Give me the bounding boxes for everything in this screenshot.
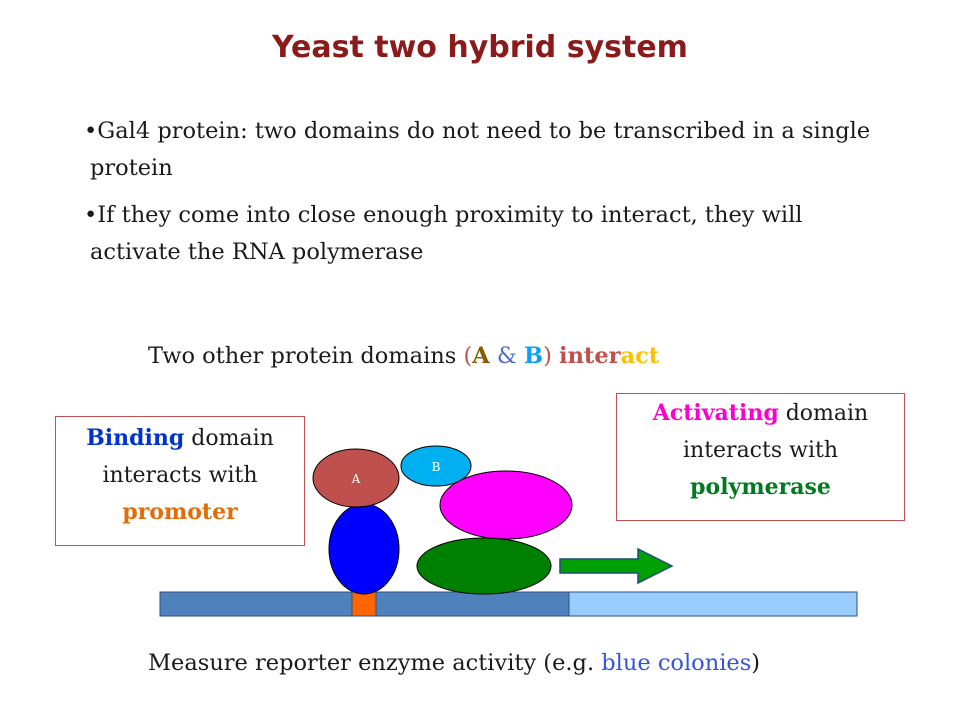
subtitle-b: B xyxy=(524,343,544,369)
rna-polymerase xyxy=(416,537,552,595)
reporter-gene xyxy=(568,591,858,617)
callout-line: Activating domain xyxy=(617,395,904,432)
domain-a xyxy=(312,448,400,508)
slide-title: Yeast two hybrid system xyxy=(272,30,688,65)
binding-line1-rest: domain xyxy=(184,426,274,451)
footer-text: Measure reporter enzyme activity (e.g. xyxy=(148,650,602,676)
binding-line3: promoter xyxy=(122,499,238,525)
transcription-arrow-icon xyxy=(559,547,674,585)
subtitle-amp: & xyxy=(489,343,525,369)
domain-b-label: B xyxy=(432,460,441,474)
bullet-text: Gal4 protein: two domains do not need to… xyxy=(90,118,871,181)
domain-a-label: A xyxy=(351,472,361,486)
diagram-subtitle: Two other protein domains (A & B) intera… xyxy=(148,343,659,369)
bullet-proximity: •If they come into close enough proximit… xyxy=(84,197,890,271)
subtitle-open-paren: ( xyxy=(463,343,473,369)
callout-line: Binding domain xyxy=(56,420,304,457)
activating-line1-rest: domain xyxy=(778,401,869,426)
domain-b xyxy=(400,445,472,487)
bullet-gal4: •Gal4 protein: two domains do not need t… xyxy=(84,113,890,187)
footer-caption: Measure reporter enzyme activity (e.g. b… xyxy=(148,650,760,676)
activating-line2: interacts with xyxy=(682,438,839,463)
binding-line2: interacts with xyxy=(102,463,258,488)
activating-label: Activating xyxy=(652,400,779,426)
activating-domain-callout: Activating domain interacts with polymer… xyxy=(616,393,905,521)
subtitle-close-paren: ) xyxy=(543,343,552,369)
subtitle-act: act xyxy=(620,343,660,369)
subtitle-inter: inter xyxy=(559,343,621,369)
bullet-text: If they come into close enough proximity… xyxy=(90,202,803,265)
footer-close: ) xyxy=(751,650,761,676)
subtitle-a: A xyxy=(472,343,490,369)
subtitle-text: Two other protein domains xyxy=(148,343,464,369)
bullet-marker: • xyxy=(84,118,98,144)
promoter-site xyxy=(351,591,377,617)
binding-domain-callout: Binding domain interacts with promoter xyxy=(55,416,305,546)
bullet-marker: • xyxy=(84,202,98,228)
footer-blue-colonies: blue colonies xyxy=(601,650,752,676)
binding-label: Binding xyxy=(86,425,185,451)
activating-line3: polymerase xyxy=(690,474,831,500)
binding-domain xyxy=(328,503,400,595)
activating-domain xyxy=(439,470,573,540)
